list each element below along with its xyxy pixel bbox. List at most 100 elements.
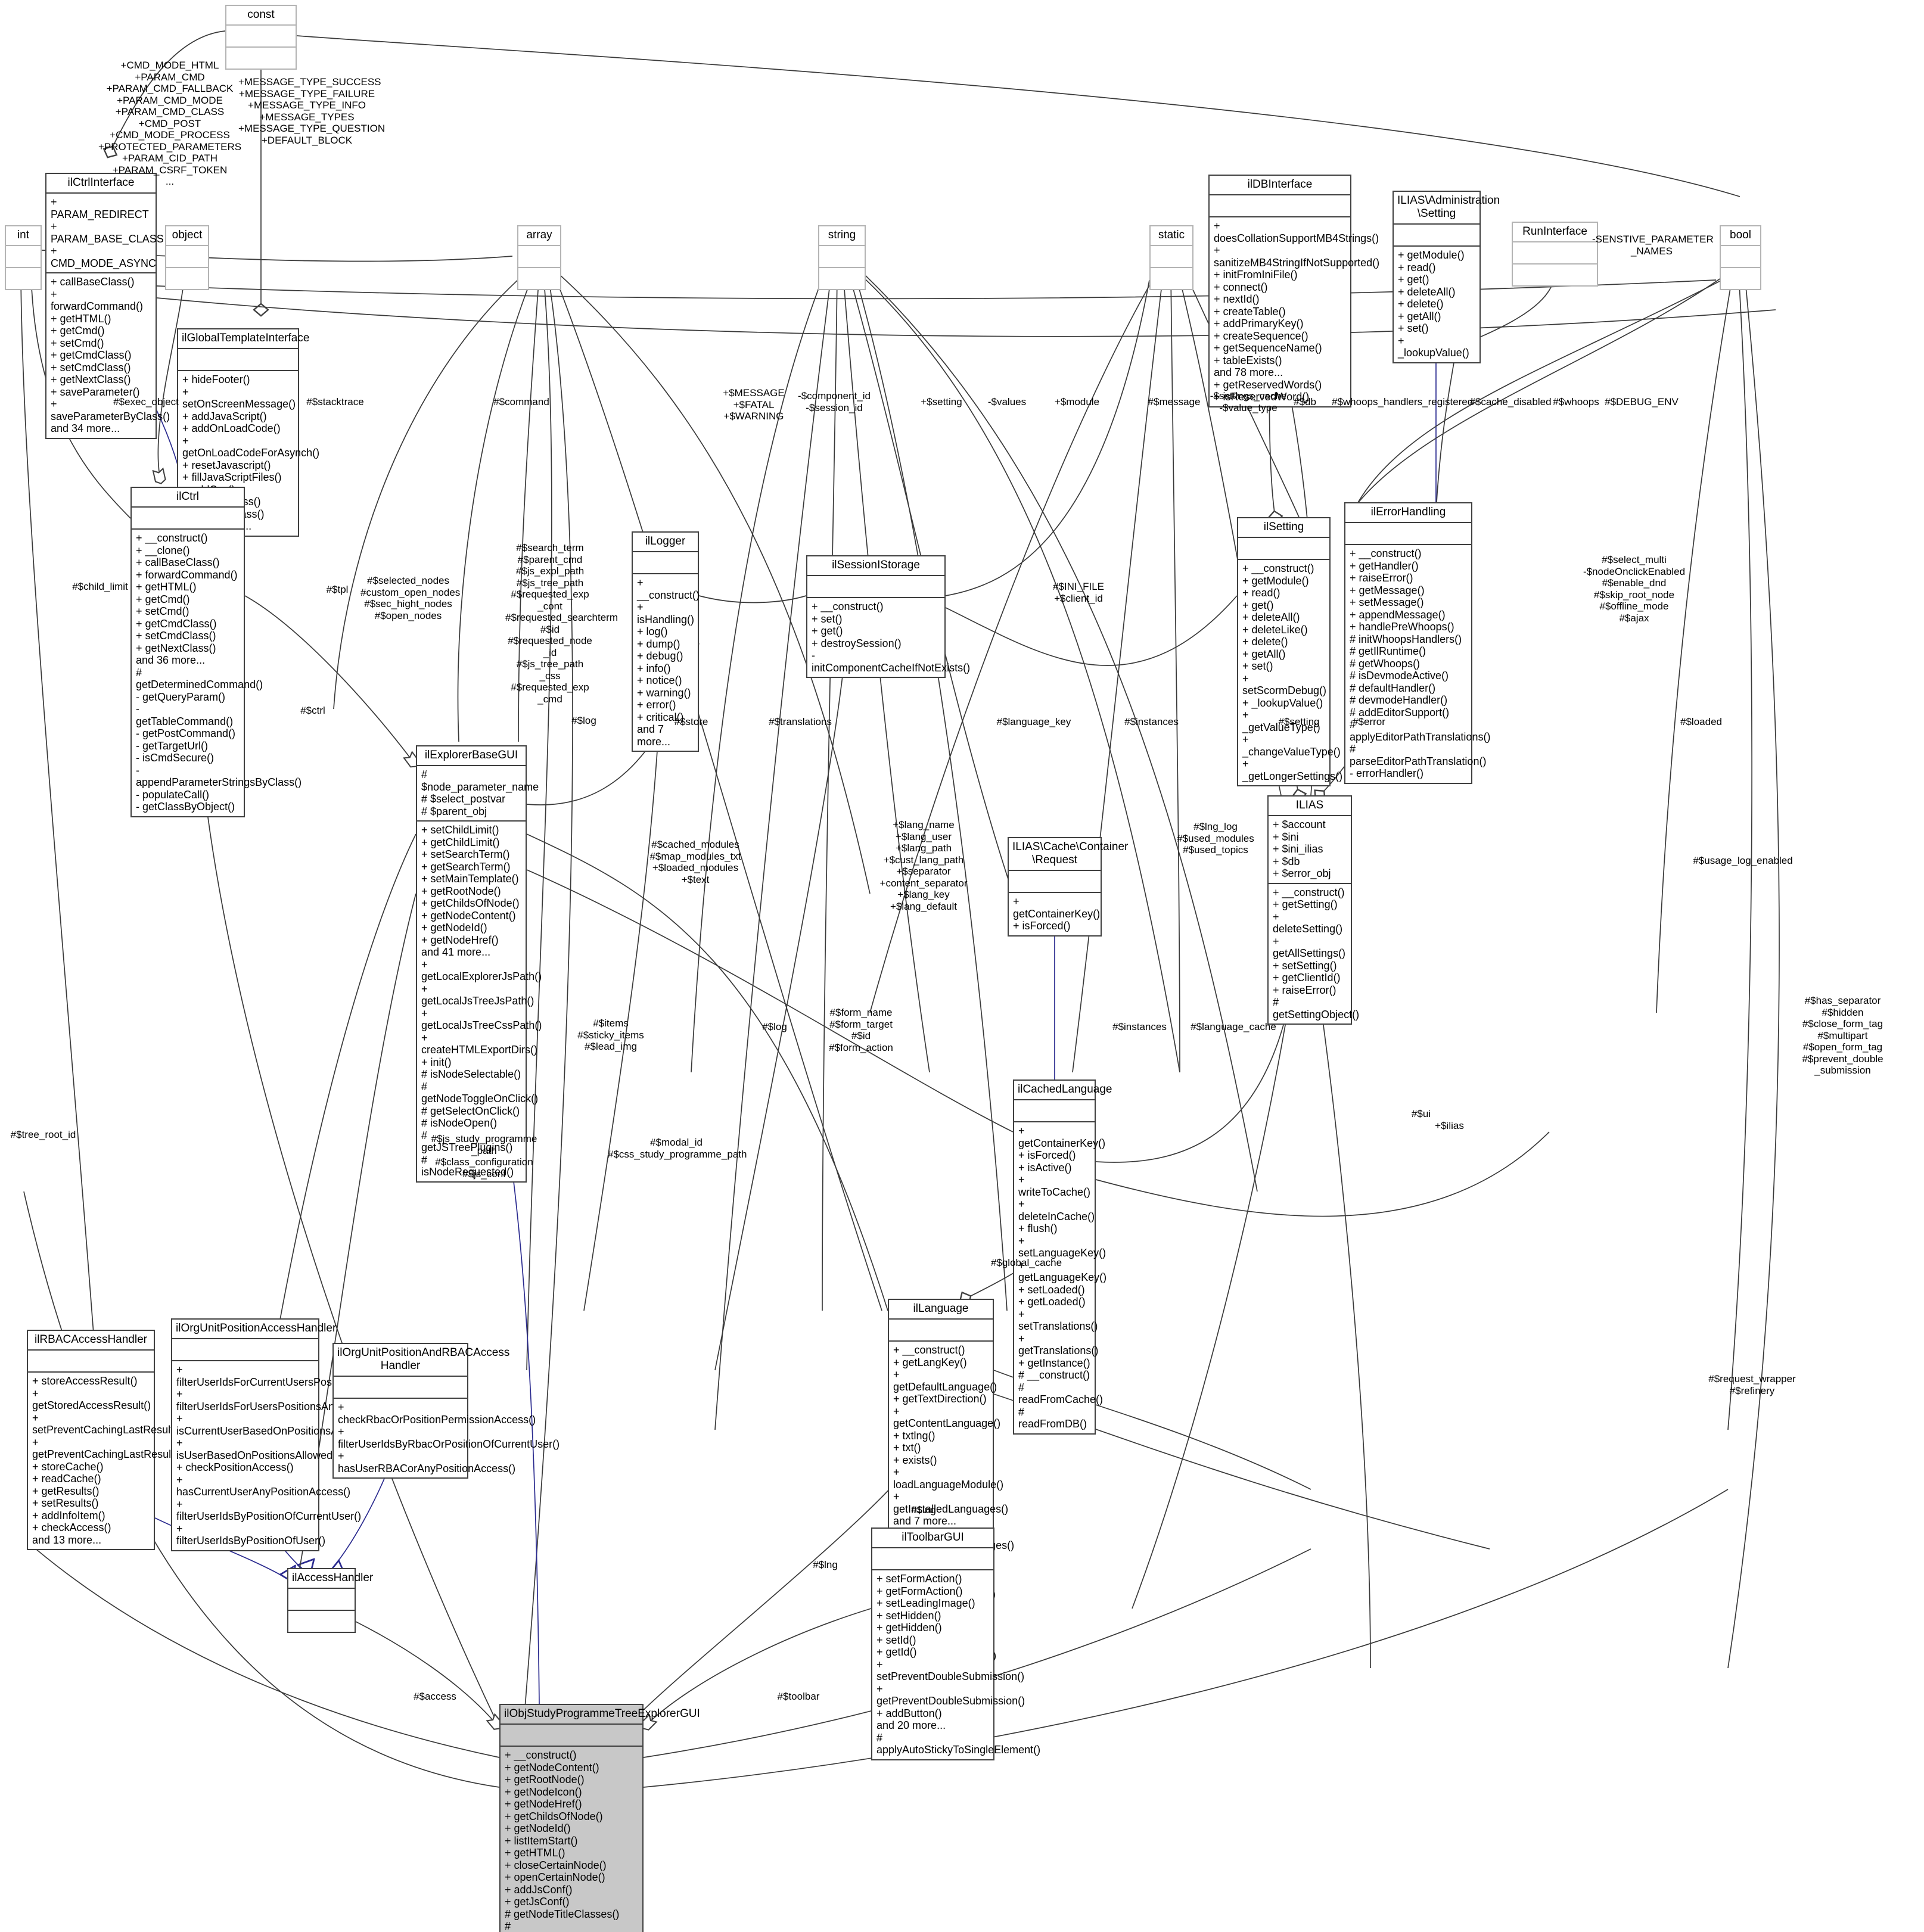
class-attribute: # $node_parameter_name — [421, 769, 539, 793]
class-node-title: RunInterface — [1522, 225, 1587, 238]
class-operation: + filterUserIdsByRbacOrPositionOfCurrent… — [338, 1426, 560, 1450]
class-operation: + getLocalJsTreeCssPath() — [421, 1007, 542, 1032]
class-node-string[interactable]: string — [818, 225, 866, 290]
edge-label-l-debug-env: #$DEBUG_ENV — [1605, 396, 1679, 407]
class-node-operations: + __construct()+ set()+ get()+ destroySe… — [807, 597, 970, 677]
class-node-ilCtrlInterface[interactable]: ilCtrlInterface+ PARAM_REDIRECT+ PARAM_B… — [45, 173, 170, 439]
class-operation: + getLanguageKey() — [1018, 1259, 1107, 1284]
class-node-operations: + __construct()+ getModule()+ read()+ ge… — [1238, 559, 1342, 785]
class-node-ilAccessHandler[interactable]: ilAccessHandler — [287, 1568, 374, 1633]
class-operation: + setPreventCachingLastResult() — [32, 1411, 181, 1436]
class-node-ilSetting[interactable]: ilSetting+ __construct()+ getModule()+ r… — [1237, 517, 1342, 786]
class-node-operations — [166, 267, 208, 289]
class-node-ilRBACAccessHandler[interactable]: ilRBACAccessHandler+ storeAccessResult()… — [27, 1330, 181, 1550]
class-operation: + setMainTemplate() — [421, 873, 519, 885]
class-node-ilObjStudyProgrammeTreeExplorerGUI[interactable]: ilObjStudyProgrammeTreeExplorerGUI+ __co… — [499, 1704, 700, 1932]
class-node-ilias-admin-setting[interactable]: ILIAS\Administration \Setting+ getModule… — [1393, 191, 1500, 363]
class-operation: + handlePreWhoops() — [1350, 621, 1454, 633]
class-node-attributes: + PARAM_REDIRECT+ PARAM_BASE_CLASS+ CMD_… — [46, 192, 164, 272]
class-operation: + setLanguageKey() — [1018, 1234, 1106, 1259]
class-node-attributes — [1721, 245, 1760, 267]
class-attribute: + $ini_ilias — [1273, 843, 1323, 855]
class-node-static[interactable]: static — [1149, 225, 1193, 290]
class-node-ilDBInterface[interactable]: ilDBInterface+ doesCollationSupportMB4St… — [1208, 175, 1379, 407]
class-node-ilToolbarGUI[interactable]: ilToolbarGUI+ setFormAction()+ getFormAc… — [871, 1527, 1040, 1760]
class-node-title: ilAccessHandler — [292, 1572, 374, 1584]
class-node-const[interactable]: const — [225, 5, 297, 70]
class-operation: + closeCertainNode() — [505, 1859, 607, 1871]
class-node-ilOrgUnitPositionAccessHandler[interactable]: ilOrgUnitPositionAccessHandler+ filterUs… — [171, 1318, 437, 1551]
class-node-attributes — [872, 1547, 993, 1569]
class-node-ilOrgUnitPositionAndRBACAccessHandler[interactable]: ilOrgUnitPositionAndRBACAccess Handler+ … — [332, 1343, 560, 1479]
class-operation: + getNextClass() — [51, 374, 131, 385]
class-operation: + setSetting() — [1273, 959, 1337, 972]
class-operation: # getSelectOnClick() — [421, 1105, 520, 1117]
class-node-ilLogger[interactable]: ilLogger+ __construct()+ isHandling()+ l… — [632, 531, 700, 752]
class-node-array[interactable]: array — [517, 225, 561, 290]
class-attribute: + $ini — [1273, 830, 1299, 843]
class-node-title: ilLogger — [645, 535, 686, 547]
class-operation: + filterUserIdsByPositionOfCurrentUser() — [176, 1498, 362, 1523]
class-operation: + createHTMLExportDirs() — [421, 1031, 538, 1056]
class-node-ilErrorHandling[interactable]: ilErrorHandling+ __construct()+ getHandl… — [1344, 502, 1490, 784]
class-operation: + getTextDirection() — [893, 1393, 987, 1405]
class-operation: + notice() — [637, 674, 682, 686]
edge-label-l-search-term: #$search_term #$parent_cmd #$js_expl_pat… — [505, 542, 618, 705]
class-operation: + set() — [812, 612, 843, 625]
edge-label-l-js-study: #$js_study_programme _path #$class_confi… — [431, 1133, 537, 1180]
class-operation: + getChildLimit() — [421, 836, 500, 848]
class-operation: + addButton() — [876, 1707, 942, 1719]
class-node-ILIAS[interactable]: ILIAS+ $account+ $ini+ $ini_ilias+ $db+ … — [1267, 795, 1359, 1025]
class-operation: + getNodeId() — [421, 922, 487, 934]
class-operation: + getContainerKey() — [1013, 895, 1101, 920]
class-operation: + doesCollationSupportMB4Strings() — [1214, 220, 1379, 244]
class-operation: + nextId() — [1214, 293, 1260, 305]
class-operation: + setPreventDoubleSubmission() — [876, 1658, 1025, 1683]
edge-label-l-message-fatal: +$MESSAGE +$FATAL +$WARNING — [723, 387, 785, 422]
class-operation: + getNodeContent() — [421, 909, 516, 922]
class-operation: # getJSTreePlugins() — [421, 1129, 513, 1154]
class-operation: + error() — [637, 699, 676, 711]
class-node-object[interactable]: object — [165, 225, 209, 290]
class-node-bool[interactable]: bool — [1720, 225, 1761, 290]
edge-label-l-whoops: #$whoops — [1553, 396, 1599, 407]
edge-label-l-ctrl: #$ctrl — [300, 705, 325, 716]
class-operation: and 34 more... — [51, 422, 120, 434]
class-operation: + getInstance() — [1018, 1357, 1090, 1369]
class-operation: + getLocalJsTreeJsPath() — [421, 982, 534, 1007]
class-operation: + deleteInCache() — [1018, 1198, 1095, 1222]
class-operation: # getDeterminedCommand() — [136, 666, 263, 691]
class-operation: + log() — [637, 626, 668, 637]
class-node-ilCachedLanguage[interactable]: ilCachedLanguage+ getContainerKey()+ isF… — [1013, 1079, 1112, 1435]
class-operation: # isNodeOpen() — [421, 1117, 498, 1129]
class-operation: + storeCache() — [32, 1460, 104, 1473]
class-operation: + filterUserIdsForCurrentUsersPositionsA… — [176, 1364, 437, 1388]
class-operation: + isActive() — [1018, 1161, 1072, 1174]
class-node-attributes — [889, 1318, 993, 1340]
class-operation: and 13 more... — [32, 1533, 102, 1546]
edge-label-l-stacktrace: #$stacktrace — [306, 396, 364, 407]
class-node-ilExplorerBaseGUI[interactable]: ilExplorerBaseGUI# $node_parameter_name#… — [416, 745, 542, 1183]
class-operation: - getPostCommand() — [136, 727, 236, 739]
class-operation: + isHandling() — [637, 601, 695, 626]
class-operation: and 7 more... — [637, 723, 671, 748]
class-operation: + getNodeIcon() — [505, 1785, 582, 1798]
class-node-ilCtrl[interactable]: ilCtrl+ __construct()+ __clone()+ callBa… — [130, 487, 302, 817]
edge-label-l-log: #$log — [571, 715, 596, 726]
class-operation: + callBaseClass() — [51, 276, 135, 288]
class-node-runinterface[interactable]: RunInterface — [1512, 222, 1598, 287]
class-operation: + read() — [1398, 261, 1436, 273]
class-operation: + filterUserIdsForUsersPositionsAndPermi… — [176, 1388, 401, 1413]
class-operation: - getTargetUrl() — [136, 739, 209, 752]
class-node-int[interactable]: int — [5, 225, 42, 290]
class-operation: + get() — [812, 625, 843, 637]
edge-label-l-selected-nodes: #$selected_nodes #custom_open_nodes #$se… — [360, 575, 461, 621]
class-node-ilias-cache-request[interactable]: ILIAS\Cache\Container \Request+ getConta… — [1008, 837, 1128, 937]
class-operation: + deleteAll() — [1242, 611, 1300, 623]
class-operation: + setId() — [876, 1634, 916, 1646]
class-operation: + storeAccessResult() — [32, 1375, 138, 1387]
class-node-ilSessionIStorage[interactable]: ilSessionIStorage+ __construct()+ set()+… — [806, 555, 970, 678]
edge-label-l-usage-log: #$usage_log_enabled — [1693, 855, 1793, 866]
class-operation: + getModule() — [1398, 249, 1465, 261]
edge-label-l-component-id: -$component_id -$session_id — [798, 390, 871, 413]
